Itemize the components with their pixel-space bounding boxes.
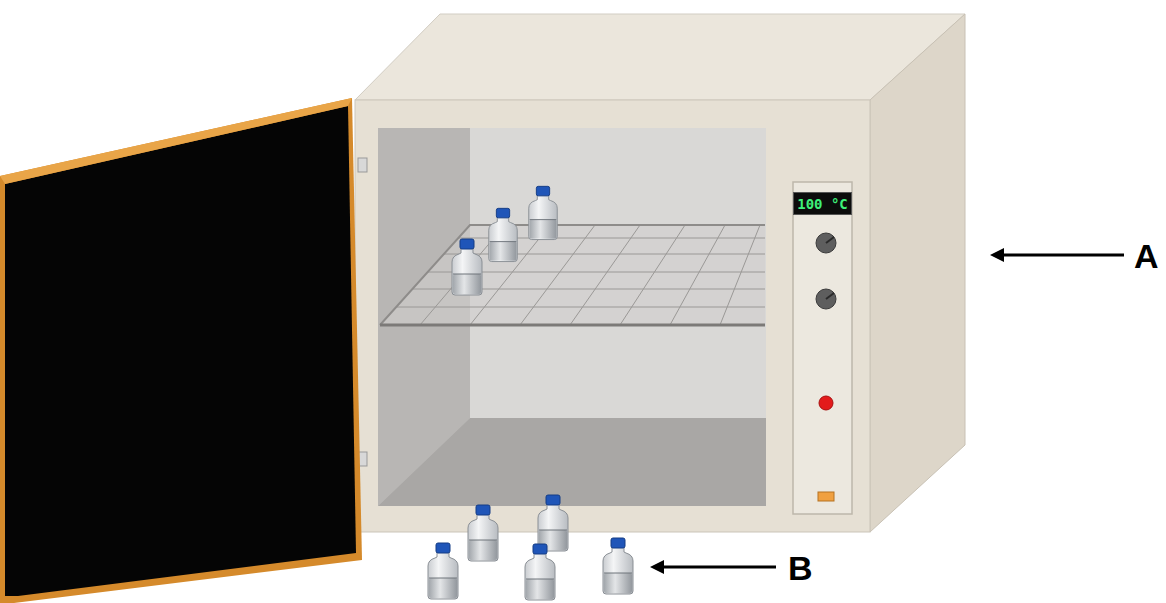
temperature-display: 100 °C (793, 192, 852, 215)
display-reading: 100 °C (797, 196, 848, 212)
callout-letter: A (1134, 239, 1159, 273)
callout-letter: B (788, 551, 813, 585)
